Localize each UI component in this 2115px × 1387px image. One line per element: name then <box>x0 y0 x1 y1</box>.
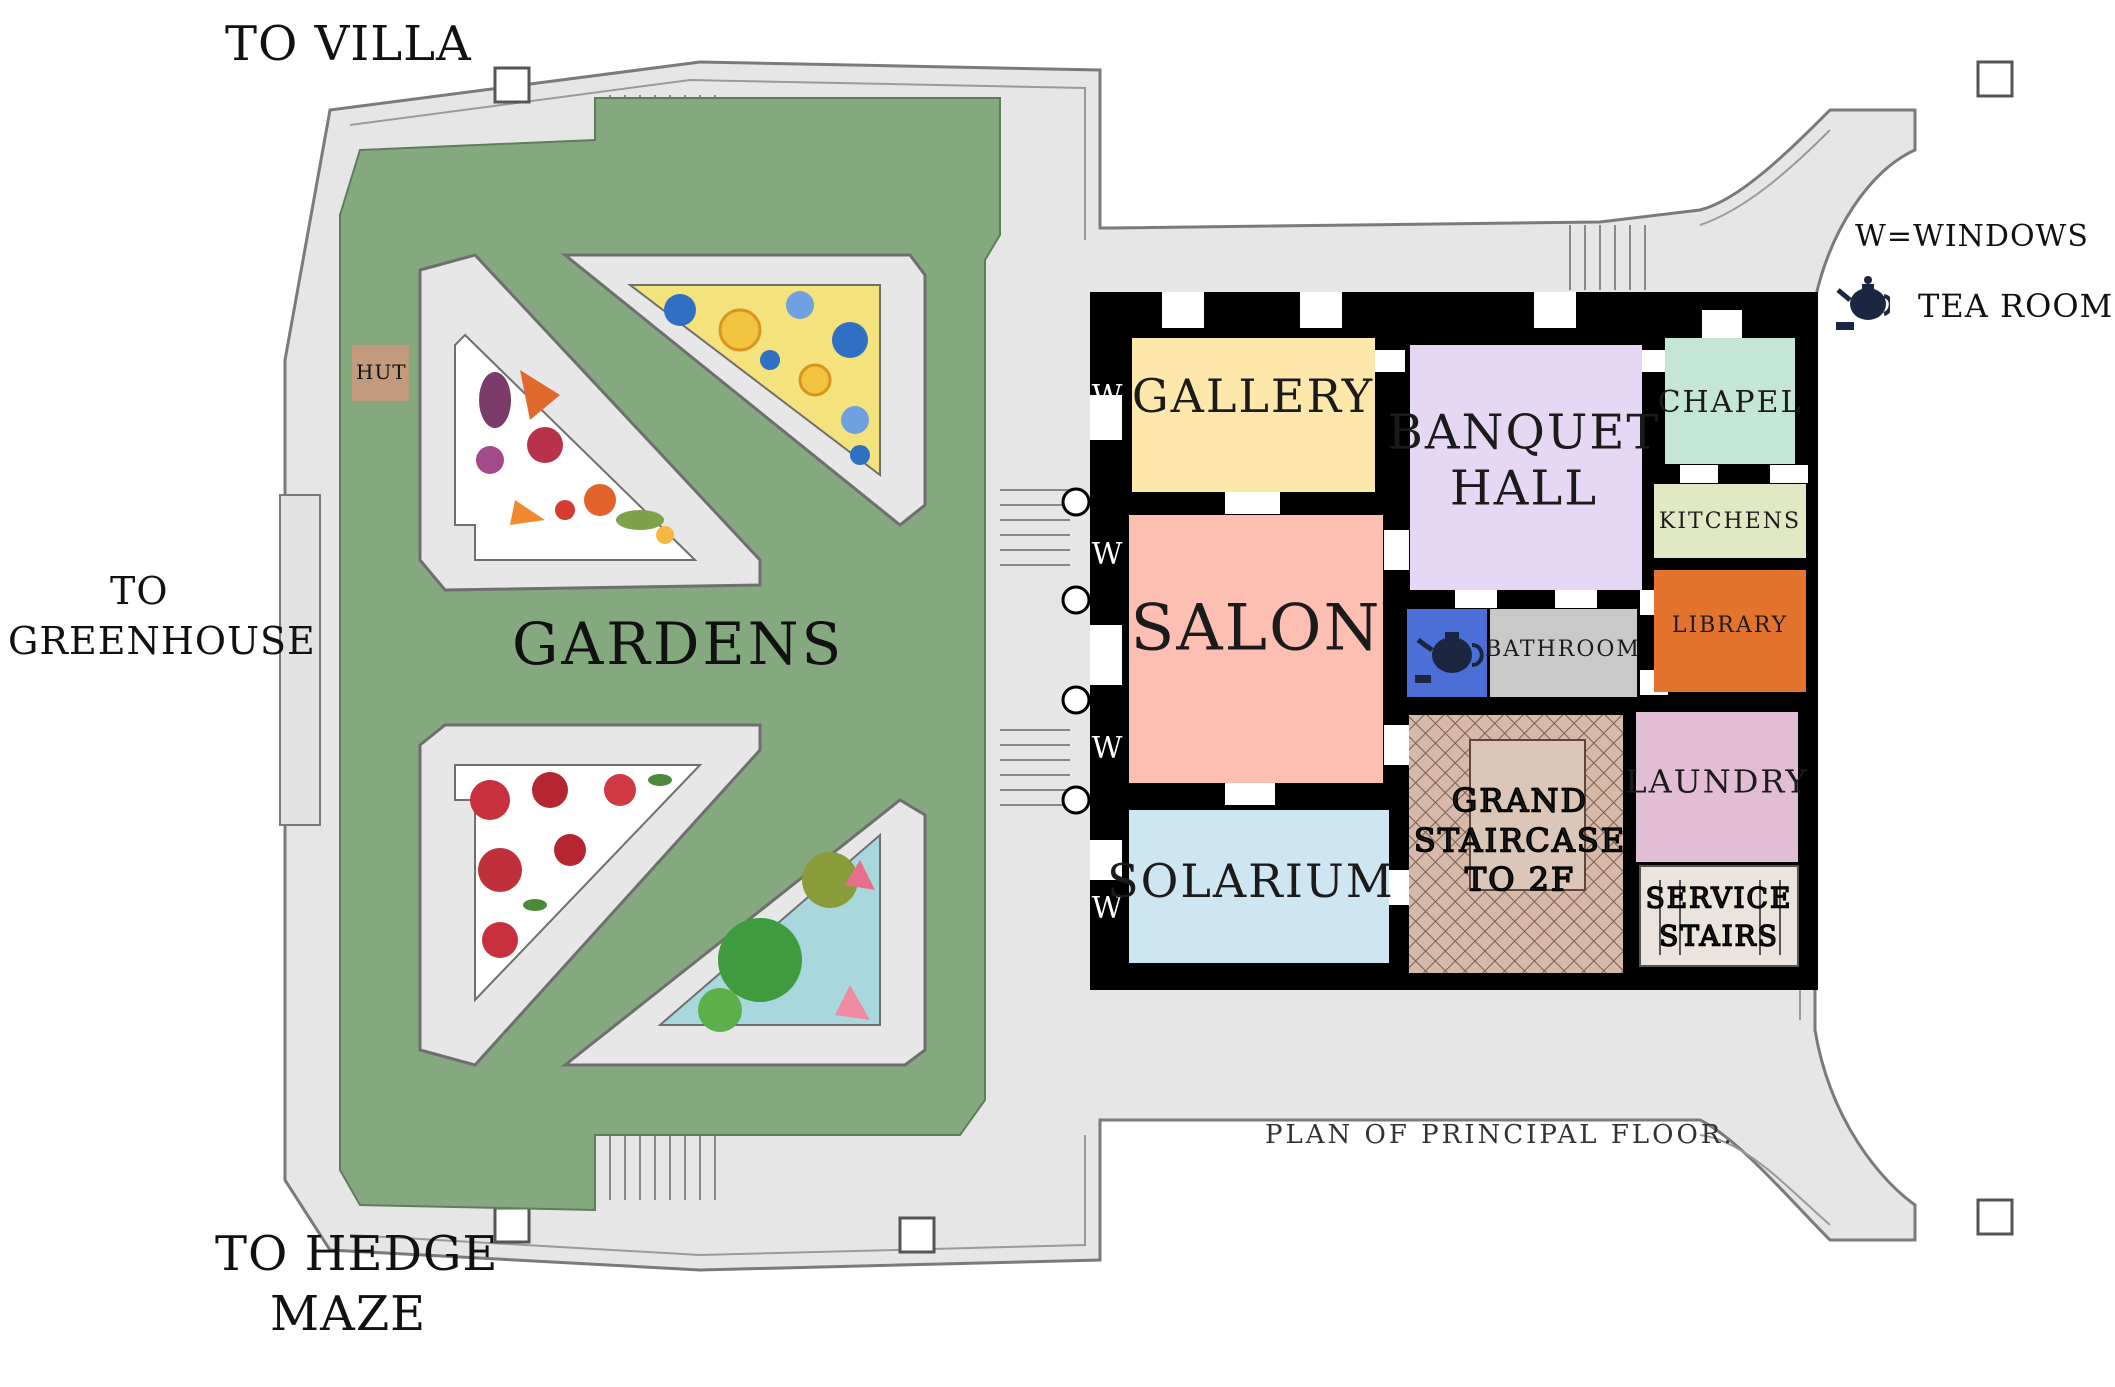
gallery-label: GALLERY <box>1132 369 1374 423</box>
to-villa-label[interactable]: TO VILLA <box>225 16 472 72</box>
library-label: LIBRARY <box>1672 613 1788 638</box>
hut[interactable] <box>352 345 409 401</box>
grand-staircase-label-1: GRAND <box>1452 782 1588 820</box>
window-openings <box>1090 292 1808 905</box>
lily-pond-pattern <box>698 852 875 1032</box>
service-stairs-label-2: STAIRS <box>1659 920 1779 953</box>
room-banquet-hall[interactable] <box>1410 345 1642 590</box>
chapel-label: CHAPEL <box>1658 385 1803 420</box>
service-stairs-label-1: SERVICE <box>1646 882 1793 915</box>
banquet-hall-label-2: HALL <box>1450 461 1598 517</box>
room-gallery[interactable] <box>1132 338 1375 492</box>
room-service-stairs[interactable] <box>1639 865 1799 967</box>
legend-tea-room: TEA ROOM <box>1918 287 2114 325</box>
to-greenhouse-label-2[interactable]: GREENHOUSE <box>8 619 316 663</box>
window-marker-3: W <box>1092 731 1123 766</box>
window-marker-2: W <box>1092 537 1123 572</box>
solarium-label: SOLARIUM <box>1107 854 1395 908</box>
to-hedge-maze-label-2[interactable]: MAZE <box>270 1286 427 1342</box>
room-solarium[interactable] <box>1129 810 1389 963</box>
to-greenhouse-label-1[interactable]: TO <box>110 569 169 613</box>
legend-windows: W=WINDOWS <box>1855 219 2089 254</box>
plan-caption: PLAN OF PRINCIPAL FLOOR. <box>1265 1120 1735 1150</box>
room-library[interactable] <box>1654 570 1806 692</box>
grand-staircase-label-2: STAIRCASE <box>1414 822 1626 860</box>
teapot-icon <box>1415 632 1484 683</box>
rose-bed-pattern <box>470 772 672 958</box>
hut-label: HUT <box>356 360 407 384</box>
banquet-hall-label-1: BANQUET <box>1388 405 1661 461</box>
room-laundry[interactable] <box>1636 712 1798 862</box>
laundry-label: LAUNDRY <box>1625 763 1808 801</box>
salon-label: SALON <box>1130 592 1381 666</box>
vegetable-bed-pattern <box>476 370 674 544</box>
gardens-label: GARDENS <box>512 610 845 678</box>
room-chapel[interactable] <box>1665 338 1795 464</box>
legend-teapot-icon <box>1834 272 1893 334</box>
window-marker-4: W <box>1092 891 1123 926</box>
staircase-landing <box>1469 739 1586 891</box>
room-kitchens[interactable] <box>1654 484 1806 558</box>
room-bathroom[interactable] <box>1490 609 1637 697</box>
grand-staircase-label-3: TO 2F <box>1465 861 1575 899</box>
to-hedge-maze-label-1[interactable]: TO HEDGE <box>215 1226 499 1282</box>
flower-bed-pattern <box>664 291 870 465</box>
window-marker-1: W <box>1092 379 1123 414</box>
bathroom-label: BATHROOM <box>1485 637 1641 662</box>
entry-doors <box>1061 487 1091 815</box>
room-salon[interactable] <box>1129 515 1383 783</box>
kitchens-label: KITCHENS <box>1659 509 1801 534</box>
